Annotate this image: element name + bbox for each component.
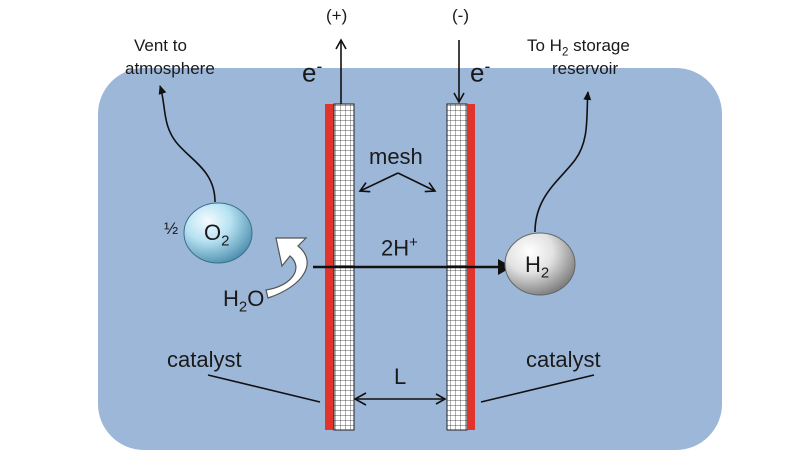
mesh-pointer-right bbox=[397, 172, 437, 193]
catalyst-right-pointer bbox=[480, 374, 595, 403]
gap-arrow-left-head bbox=[353, 392, 367, 406]
catalyst-left-pointer bbox=[207, 374, 321, 403]
oxygen-half-label: ½ bbox=[164, 219, 179, 238]
oxygen-vent-curve bbox=[158, 85, 216, 203]
electron-label-right: e- bbox=[470, 56, 491, 88]
electron-label-left: e- bbox=[302, 56, 323, 88]
oxygen-bubble bbox=[183, 202, 253, 264]
hydrogen-formula: H2 bbox=[525, 252, 550, 282]
hydrogen-storage-curve bbox=[534, 91, 592, 233]
water-conversion-arrow bbox=[265, 237, 308, 299]
mesh-label: mesh bbox=[369, 144, 423, 169]
storage-label-line1: To H2 storage bbox=[527, 36, 630, 59]
catalyst-right-label: catalyst bbox=[526, 347, 601, 372]
proton-label: 2H+ bbox=[381, 234, 418, 261]
water-formula: H2O bbox=[223, 286, 265, 316]
anode-terminal-label: (+) bbox=[326, 6, 348, 25]
storage-label-line2: reservoir bbox=[552, 59, 619, 78]
mesh-pointer-left bbox=[358, 172, 399, 193]
oxygen-formula: O2 bbox=[204, 220, 230, 250]
catalyst-left-label: catalyst bbox=[167, 347, 242, 372]
hydrogen-bubble bbox=[504, 232, 576, 296]
gap-length-label: L bbox=[394, 364, 407, 389]
vent-label-line2: atmosphere bbox=[125, 59, 215, 78]
background-panel bbox=[98, 68, 722, 450]
vent-label-line1: Vent to bbox=[134, 36, 187, 55]
cathode-terminal-label: (-) bbox=[452, 6, 469, 25]
